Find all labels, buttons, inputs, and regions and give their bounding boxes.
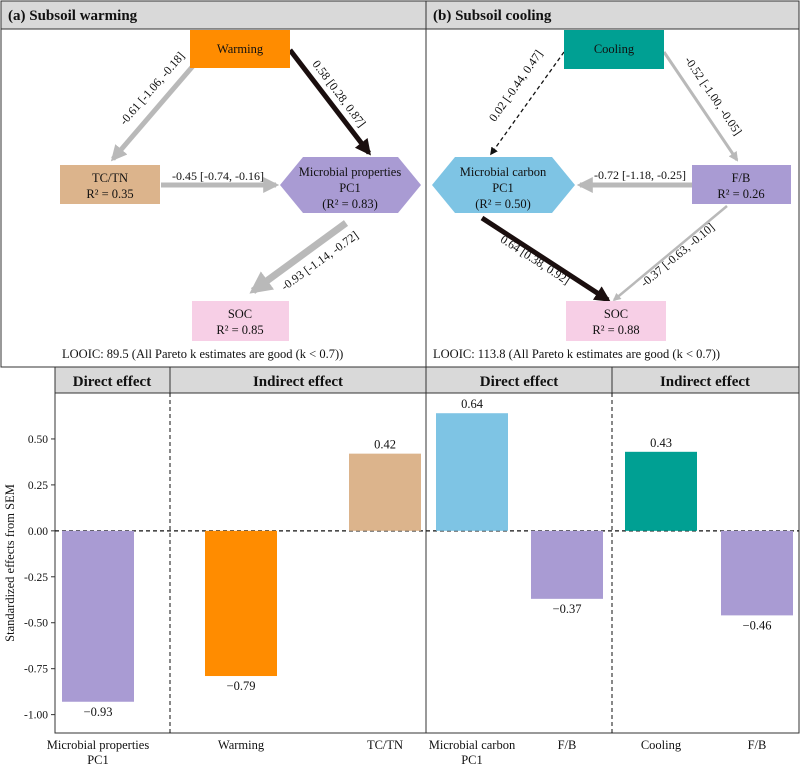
edge-tctn-mic-label: -0.45 [-0.74, -0.16] xyxy=(172,169,264,183)
bar xyxy=(349,453,421,531)
edge-fb-soc-label: -0.37 [-0.63, -0.10] xyxy=(638,220,717,290)
panel-b-title-bar xyxy=(425,0,800,30)
node-cooling xyxy=(564,30,664,69)
node-tctn-r2: R² = 0.35 xyxy=(86,187,133,201)
edge-fb-soc xyxy=(612,205,728,302)
node-tctn-label: TC/TN xyxy=(92,171,128,185)
edge-warming-tctn xyxy=(110,50,207,162)
node-microbial-properties-label: Microbial properties xyxy=(299,165,402,179)
node-cooling-label: Cooling xyxy=(594,42,635,56)
y-axis: -1.00 -0.75 -0.50 -0.25 0.00 0.25 0.50 xyxy=(24,434,55,722)
node-microbial-properties-r2: (R² = 0.83) xyxy=(322,197,378,211)
category-label: PC1 xyxy=(461,753,483,767)
node-soc-a-label: SOC xyxy=(228,307,252,321)
node-microbial-properties xyxy=(280,157,421,213)
edge-warming-mic-label: 0.58 [0.28, 0.87] xyxy=(310,57,369,129)
node-microbial-carbon-pc: PC1 xyxy=(492,181,514,195)
panel-a-title-bar xyxy=(0,0,427,30)
effects-chart: Direct effect Indirect effect Direct eff… xyxy=(3,366,800,767)
bar-value-label: 0.64 xyxy=(461,397,484,411)
edge-cooling-fb xyxy=(662,51,739,162)
y-tick-label: 0.00 xyxy=(28,526,48,538)
node-fb-label: F/B xyxy=(732,171,751,185)
node-soc-b-label: SOC xyxy=(604,307,628,321)
y-axis-label: Standardized effects from SEM xyxy=(3,484,17,642)
node-microbial-carbon-r2: (R² = 0.50) xyxy=(475,197,531,211)
edge-mic-soc xyxy=(249,220,349,294)
effect-header-strip xyxy=(54,366,800,394)
bar-value-label: −0.46 xyxy=(743,618,772,632)
bar-value-label: −0.79 xyxy=(227,679,256,693)
node-microbial-properties-pc: PC1 xyxy=(339,181,361,195)
panel-a-looic: LOOIC: 89.5 (All Pareto k estimates are … xyxy=(62,347,343,361)
bar-value-label: −0.93 xyxy=(84,705,113,719)
node-microbial-carbon xyxy=(432,157,575,213)
category-label: F/B xyxy=(558,738,577,752)
bar xyxy=(721,530,793,616)
node-warming-label: Warming xyxy=(217,42,264,56)
bar xyxy=(625,451,697,531)
header-direct-b: Direct effect xyxy=(480,374,558,390)
panel-b-title: (b) Subsoil cooling xyxy=(433,8,552,24)
edge-fb-mcc-label: -0.72 [-1.18, -0.25] xyxy=(594,168,686,182)
bar xyxy=(531,530,603,599)
bar xyxy=(62,530,134,702)
y-tick-label: 0.50 xyxy=(28,434,48,446)
edge-cooling-mcc-label: 0.02 [-0.44, 0.47] xyxy=(486,47,546,124)
header-indirect-b: Indirect effect xyxy=(660,374,750,390)
bars: −0.93 −0.79 0.42 0.64 −0.37 0.43 −0.46 xyxy=(55,397,799,719)
category-label: Microbial carbon xyxy=(429,738,516,752)
y-tick-label: -0.25 xyxy=(24,572,48,584)
edge-mcc-soc xyxy=(480,215,611,303)
y-tick-label: -0.50 xyxy=(24,618,48,630)
node-fb xyxy=(692,165,791,204)
category-label: Microbial properties xyxy=(47,738,150,752)
header-direct-a: Direct effect xyxy=(73,374,151,390)
node-warming xyxy=(190,30,290,68)
bar-value-label: 0.43 xyxy=(650,436,672,450)
bar-value-label: −0.37 xyxy=(553,602,582,616)
bar xyxy=(205,530,277,677)
node-soc-a-r2: R² = 0.85 xyxy=(216,323,263,337)
node-soc-a xyxy=(192,301,289,341)
category-label: F/B xyxy=(748,738,767,752)
category-label: PC1 xyxy=(87,753,109,767)
y-tick-label: 0.25 xyxy=(28,480,48,492)
node-soc-b xyxy=(566,301,666,341)
panel-b-looic: LOOIC: 113.8 (All Pareto k estimates are… xyxy=(433,347,720,361)
y-tick-label: -0.75 xyxy=(24,664,48,676)
panel-a: (a) Subsoil warming Warming TC/TN R² = 0… xyxy=(0,0,427,368)
edge-warming-mic xyxy=(288,48,371,156)
edge-mcc-soc-label: 0.64 [0.38, 0.92] xyxy=(498,232,573,287)
node-tctn xyxy=(60,165,160,204)
node-soc-b-r2: R² = 0.88 xyxy=(592,323,639,337)
category-label: TC/TN xyxy=(367,738,403,752)
category-label: Warming xyxy=(218,738,265,752)
node-microbial-carbon-label: Microbial carbon xyxy=(460,165,547,179)
panel-b: (b) Subsoil cooling Cooling Microbial ca… xyxy=(425,0,800,368)
panel-a-title: (a) Subsoil warming xyxy=(8,8,138,24)
bar xyxy=(436,413,508,531)
header-indirect-a: Indirect effect xyxy=(253,374,343,390)
node-fb-r2: R² = 0.26 xyxy=(717,187,764,201)
y-tick-label: -1.00 xyxy=(24,710,48,722)
bar-value-label: 0.42 xyxy=(374,438,396,452)
category-label: Cooling xyxy=(641,738,682,752)
